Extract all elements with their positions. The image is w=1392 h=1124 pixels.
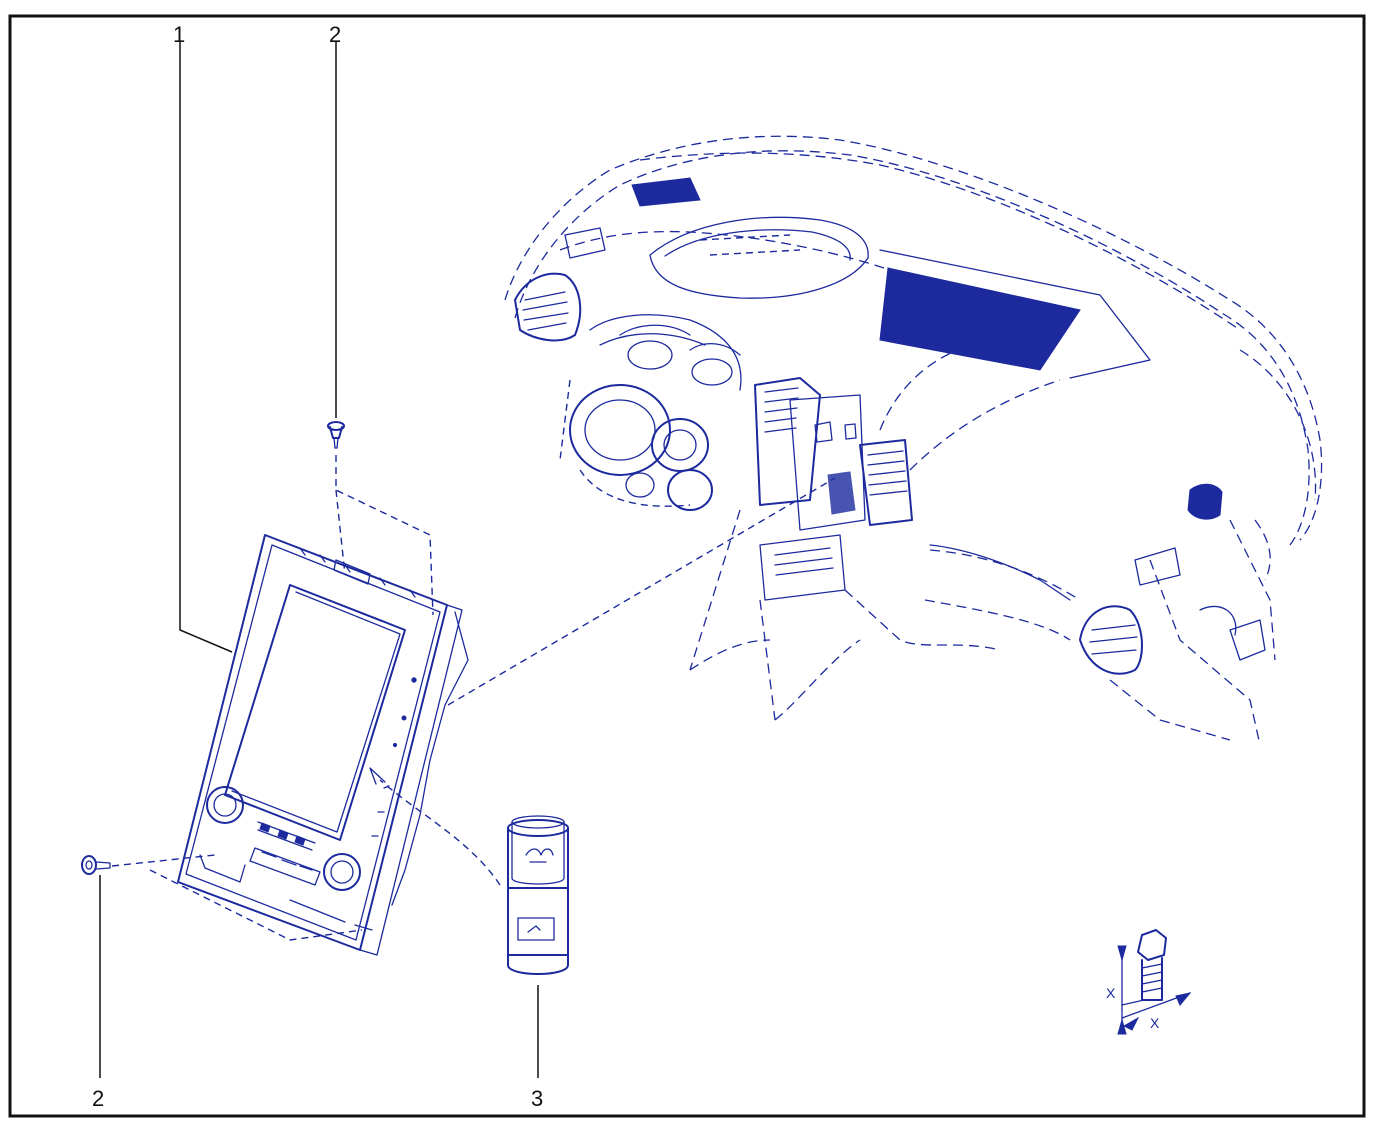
part-3-spray-can bbox=[507, 815, 569, 975]
part-2-screw-bottom bbox=[81, 855, 111, 875]
part-1-display-unit bbox=[177, 534, 469, 956]
torque-label-bottom: X bbox=[1150, 1015, 1160, 1031]
leader-lines bbox=[99, 42, 539, 1078]
callout-2-top: 2 bbox=[329, 22, 341, 47]
dashboard-assembly bbox=[504, 135, 1323, 746]
callout-3: 3 bbox=[531, 1086, 543, 1111]
torque-spec-symbol: X X bbox=[1106, 929, 1192, 1035]
callout-2-bottom: 2 bbox=[92, 1086, 104, 1111]
diagram-frame bbox=[8, 14, 1366, 1118]
assembly-guide-lines bbox=[111, 455, 836, 941]
torque-label-left: X bbox=[1106, 985, 1116, 1001]
callout-1: 1 bbox=[173, 22, 185, 47]
part-2-screw-top bbox=[327, 421, 345, 449]
